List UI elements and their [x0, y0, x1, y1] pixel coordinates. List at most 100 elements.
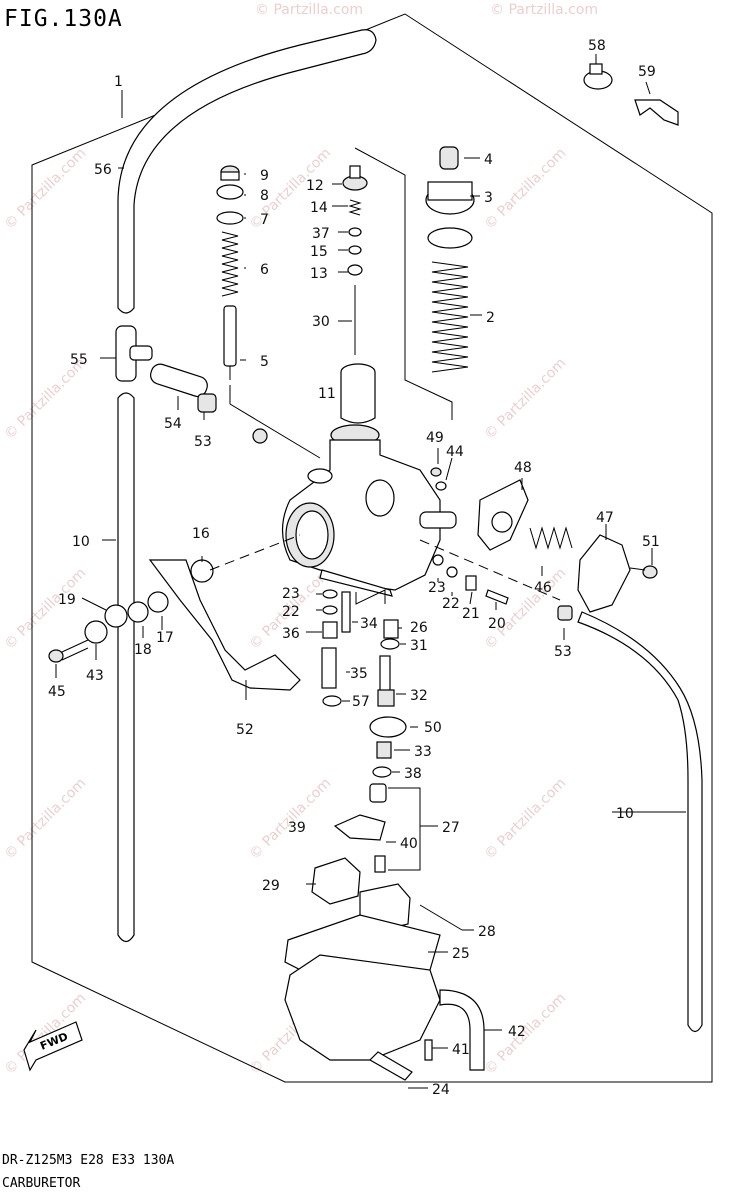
vent-hose-right	[577, 611, 703, 1033]
callout-5: 5	[260, 354, 269, 370]
callout-22: 22	[442, 596, 460, 612]
watermark: © Partzilla.com	[2, 355, 90, 443]
callout-35: 35	[350, 666, 368, 682]
callout-10: 10	[616, 806, 634, 822]
callout-13: 13	[310, 266, 328, 282]
washer-19	[104, 604, 128, 628]
callout-52: 52	[236, 722, 254, 738]
bushing-17	[147, 591, 169, 613]
watermark: © Partzilla.com	[482, 145, 570, 233]
callout-4: 4	[484, 152, 493, 168]
bracket-line	[355, 589, 386, 605]
callout-51: 51	[642, 534, 660, 550]
callout-3: 3	[484, 190, 493, 206]
callout-41: 41	[452, 1042, 470, 1058]
callout-7: 7	[260, 212, 269, 228]
callout-1: 1	[114, 74, 123, 90]
screw-51	[629, 565, 658, 579]
callout-37: 37	[312, 226, 330, 242]
callout-22: 22	[282, 604, 300, 620]
screw-45	[48, 639, 89, 663]
hose-clip	[197, 393, 217, 413]
watermark: © Partzilla.com	[247, 775, 335, 863]
callout-32: 32	[410, 688, 428, 704]
assembly-line	[209, 534, 301, 571]
washer-16	[190, 559, 214, 583]
callout-23: 23	[282, 586, 300, 602]
callout-19: 19	[58, 592, 76, 608]
t-joint	[115, 325, 153, 382]
callout-42: 42	[508, 1024, 526, 1040]
footer-section-name: CARBURETOR	[2, 1176, 81, 1191]
callout-33: 33	[414, 744, 432, 760]
callout-11: 11	[318, 386, 336, 402]
callout-6: 6	[260, 262, 269, 278]
assembly-bracket	[354, 147, 453, 420]
washer-22b	[446, 566, 458, 578]
watermark: © Partzilla.com	[2, 145, 90, 233]
callout-59: 59	[638, 64, 656, 80]
washer-43	[84, 620, 108, 644]
bracket-27	[388, 787, 421, 871]
watermark: © Partzilla.com	[490, 2, 598, 18]
clamp-59	[634, 99, 679, 126]
watermark: © Partzilla.com	[482, 565, 570, 653]
callout-53: 53	[194, 434, 212, 450]
callout-31: 31	[410, 638, 428, 654]
watermark: © Partzilla.com	[482, 775, 570, 863]
jet-assembly	[321, 589, 407, 778]
callout-labels: 1 2 3 4 5 6 7 8 9 10 10 11 12 13 14 15 1…	[48, 38, 660, 1098]
callout-49: 49	[426, 430, 444, 446]
idle-screw-stack	[216, 165, 244, 380]
callout-56: 56	[94, 162, 112, 178]
callout-24: 24	[432, 1082, 450, 1098]
callout-39: 39	[288, 820, 306, 836]
callout-27: 27	[442, 820, 460, 836]
hose-clip-53b	[557, 605, 573, 621]
callout-9: 9	[260, 168, 269, 184]
assembly-line	[419, 539, 561, 601]
spring-21	[465, 575, 477, 591]
collar-18	[127, 601, 149, 623]
figure-title: FIG.130A	[4, 6, 123, 32]
watermark: © Partzilla.com	[482, 355, 570, 443]
callout-26: 26	[410, 620, 428, 636]
screw-20	[485, 589, 509, 605]
callout-30: 30	[312, 314, 330, 330]
short-tube	[150, 363, 208, 398]
callout-34: 34	[360, 616, 378, 632]
callout-20: 20	[488, 616, 506, 632]
callout-15: 15	[310, 244, 328, 260]
choke-cover-47	[577, 534, 631, 613]
screw-49	[430, 467, 442, 477]
callout-8: 8	[260, 188, 269, 204]
leader-lines	[55, 54, 686, 1089]
callout-40: 40	[400, 836, 418, 852]
callout-10: 10	[72, 534, 90, 550]
callout-38: 38	[404, 766, 422, 782]
callout-44: 44	[446, 444, 464, 460]
float-assembly	[284, 783, 485, 1081]
oring-23b	[432, 554, 444, 566]
throttle-slide	[340, 363, 376, 424]
callout-21: 21	[462, 606, 480, 622]
callout-45: 45	[48, 684, 66, 700]
carb-top-cap	[425, 146, 475, 373]
callout-28: 28	[478, 924, 496, 940]
callout-25: 25	[452, 946, 470, 962]
callout-36: 36	[282, 626, 300, 642]
callout-2: 2	[486, 310, 495, 326]
callout-53: 53	[554, 644, 572, 660]
fwd-arrow-icon: FWD	[23, 1021, 83, 1072]
spring-46	[529, 526, 573, 550]
footer-model-code: DR-Z125M3 E28 E33 130A	[2, 1153, 175, 1168]
callout-48: 48	[514, 460, 532, 476]
callout-18: 18	[134, 642, 152, 658]
callout-43: 43	[86, 668, 104, 684]
callout-23: 23	[428, 580, 446, 596]
callout-54: 54	[164, 416, 182, 432]
diaphragm-48-center	[491, 511, 513, 533]
spring-44	[435, 481, 447, 491]
watermark: © Partzilla.com	[2, 775, 90, 863]
assembly-bracket	[229, 385, 321, 459]
